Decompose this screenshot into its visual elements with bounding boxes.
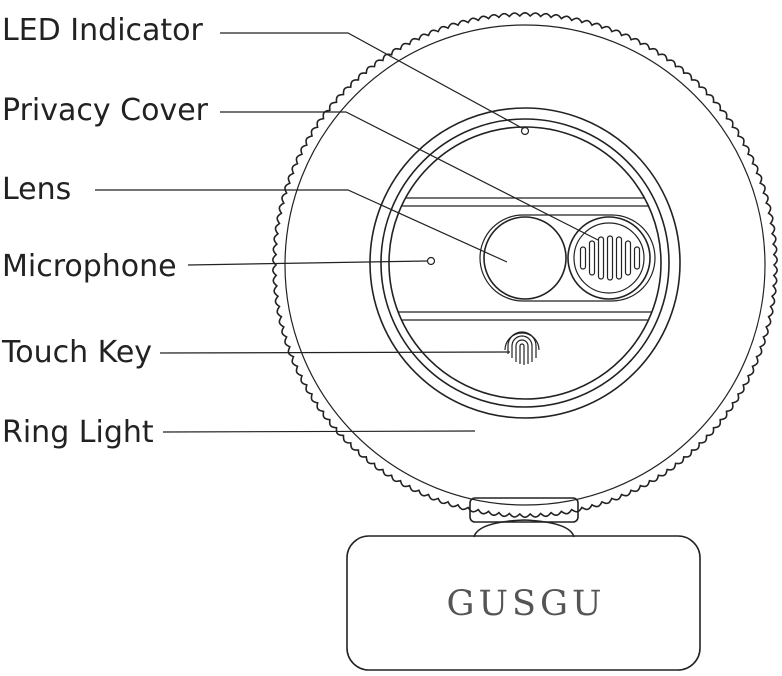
label-touch-key: Touch Key <box>1 335 152 370</box>
leader-privacy-cover <box>220 111 599 241</box>
ring-inner-edge <box>284 24 766 506</box>
grille-slot <box>615 236 623 280</box>
leader-touch-key <box>159 351 511 354</box>
face-mid-ring <box>380 118 670 408</box>
face-inner-ring <box>388 126 662 400</box>
grille-slot <box>597 236 605 280</box>
ring-light <box>272 11 778 519</box>
leader-ring-light <box>162 430 476 433</box>
grille-slot <box>588 240 596 276</box>
webcam-base: GUSGU <box>346 497 701 671</box>
privacy-cover-disc <box>567 216 651 300</box>
grille-slot <box>579 246 587 270</box>
camera-face <box>369 107 681 419</box>
privacy-cover <box>567 216 651 300</box>
grille-slot <box>606 235 614 281</box>
leader-lines <box>95 32 599 433</box>
face-outer-ring <box>369 107 681 419</box>
label-ring-light: Ring Light <box>2 415 154 450</box>
leader-microphone <box>187 260 428 266</box>
ring-knurled-edge <box>272 11 778 519</box>
privacy-cover-grille <box>579 235 641 281</box>
label-privacy-cover: Privacy Cover <box>2 93 209 128</box>
lens <box>483 216 567 300</box>
brand-logo-text: GUSGU <box>447 584 606 624</box>
leader-led-indicator <box>220 32 523 129</box>
leader-lens <box>95 189 508 263</box>
face-bands <box>398 197 652 321</box>
label-led-indicator: LED Indicator <box>2 13 204 48</box>
label-microphone: Microphone <box>2 249 177 284</box>
grille-slot <box>624 240 632 276</box>
base-body <box>346 535 701 671</box>
callout-labels: LED Indicator Privacy Cover Lens Microph… <box>1 13 209 450</box>
privacy-cover-track <box>479 214 656 302</box>
label-lens: Lens <box>2 172 71 207</box>
privacy-cover-inner <box>573 222 645 294</box>
grille-slot <box>633 246 641 270</box>
led-indicator-dot <box>520 126 530 136</box>
fingerprint-icon <box>504 331 540 365</box>
base-hinge <box>473 519 575 538</box>
microphone-dot <box>426 256 436 266</box>
